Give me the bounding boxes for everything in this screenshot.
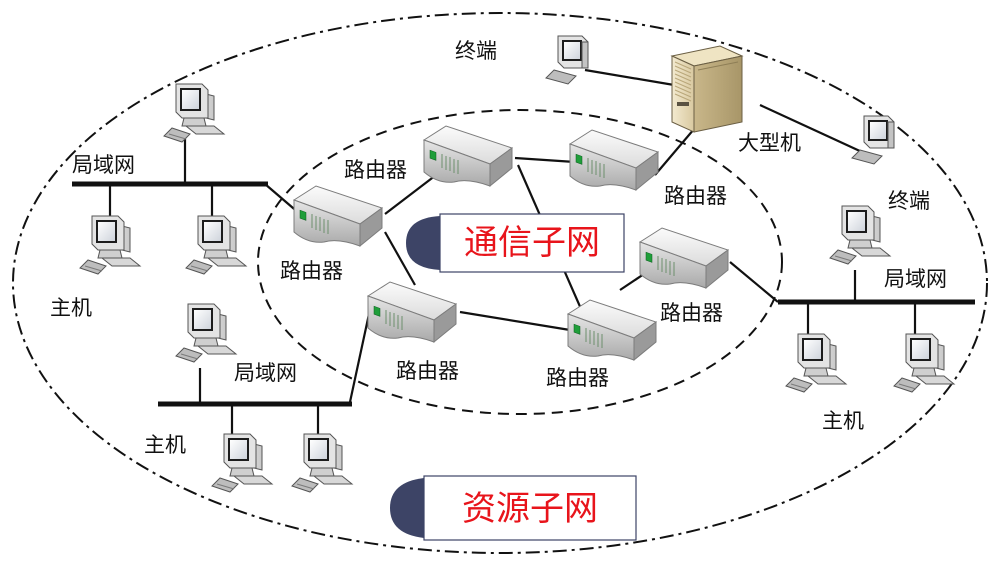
router-icon-4 bbox=[367, 281, 457, 343]
lan-right-label: 局域网 bbox=[884, 267, 947, 291]
host-bottom-label: 主机 bbox=[144, 433, 186, 457]
router-4-label: 路由器 bbox=[396, 359, 459, 383]
desktop-computer-icon-lt-3 bbox=[185, 215, 247, 275]
terminal-top-label: 终端 bbox=[455, 39, 497, 63]
lan-left-bottom-label: 局域网 bbox=[234, 361, 297, 385]
communication-subnet-boundary bbox=[257, 109, 783, 415]
terminal-icon-right bbox=[851, 115, 895, 165]
desktop-computer-icon-r-1 bbox=[829, 205, 891, 265]
desktop-computer-icon-lt-2 bbox=[79, 215, 141, 275]
terminal-icon-top bbox=[545, 35, 589, 85]
access-links bbox=[108, 68, 917, 434]
router-1-label: 路由器 bbox=[280, 259, 343, 283]
router-2-label: 路由器 bbox=[344, 158, 407, 182]
desktop-computer-icon-lb-2 bbox=[211, 433, 273, 493]
desktop-computer-icon-r-3 bbox=[893, 333, 955, 393]
router-icon-5 bbox=[639, 227, 729, 289]
router-icon-2 bbox=[423, 125, 513, 187]
mainframe-label: 大型机 bbox=[738, 131, 801, 155]
lan-left-top-label: 局域网 bbox=[72, 153, 135, 177]
resource-subnet-tag: 资源子网 bbox=[390, 475, 637, 541]
mainframe-icon bbox=[671, 45, 743, 133]
router-icon-1 bbox=[293, 185, 383, 247]
host-right-label: 主机 bbox=[822, 409, 864, 433]
desktop-computer-icon-r-2 bbox=[785, 333, 847, 393]
router-6-label: 路由器 bbox=[546, 366, 609, 390]
host-left-label: 主机 bbox=[50, 296, 92, 320]
desktop-computer-icon-lb-3 bbox=[291, 433, 353, 493]
desktop-computer-icon-lb-1 bbox=[175, 303, 237, 363]
resource-subnet-title: 资源子网 bbox=[462, 489, 598, 529]
router-icon-6 bbox=[567, 299, 657, 361]
resource-subnet-boundary bbox=[12, 12, 988, 554]
router-3-label: 路由器 bbox=[664, 184, 727, 208]
desktop-computer-icon-lt-1 bbox=[163, 83, 225, 143]
router-5-label: 路由器 bbox=[660, 301, 723, 325]
router-icon-3 bbox=[569, 129, 659, 191]
communication-subnet-title: 通信子网 bbox=[464, 223, 600, 263]
terminal-right-label: 终端 bbox=[888, 189, 930, 213]
communication-subnet-tag: 通信子网 bbox=[406, 213, 625, 273]
